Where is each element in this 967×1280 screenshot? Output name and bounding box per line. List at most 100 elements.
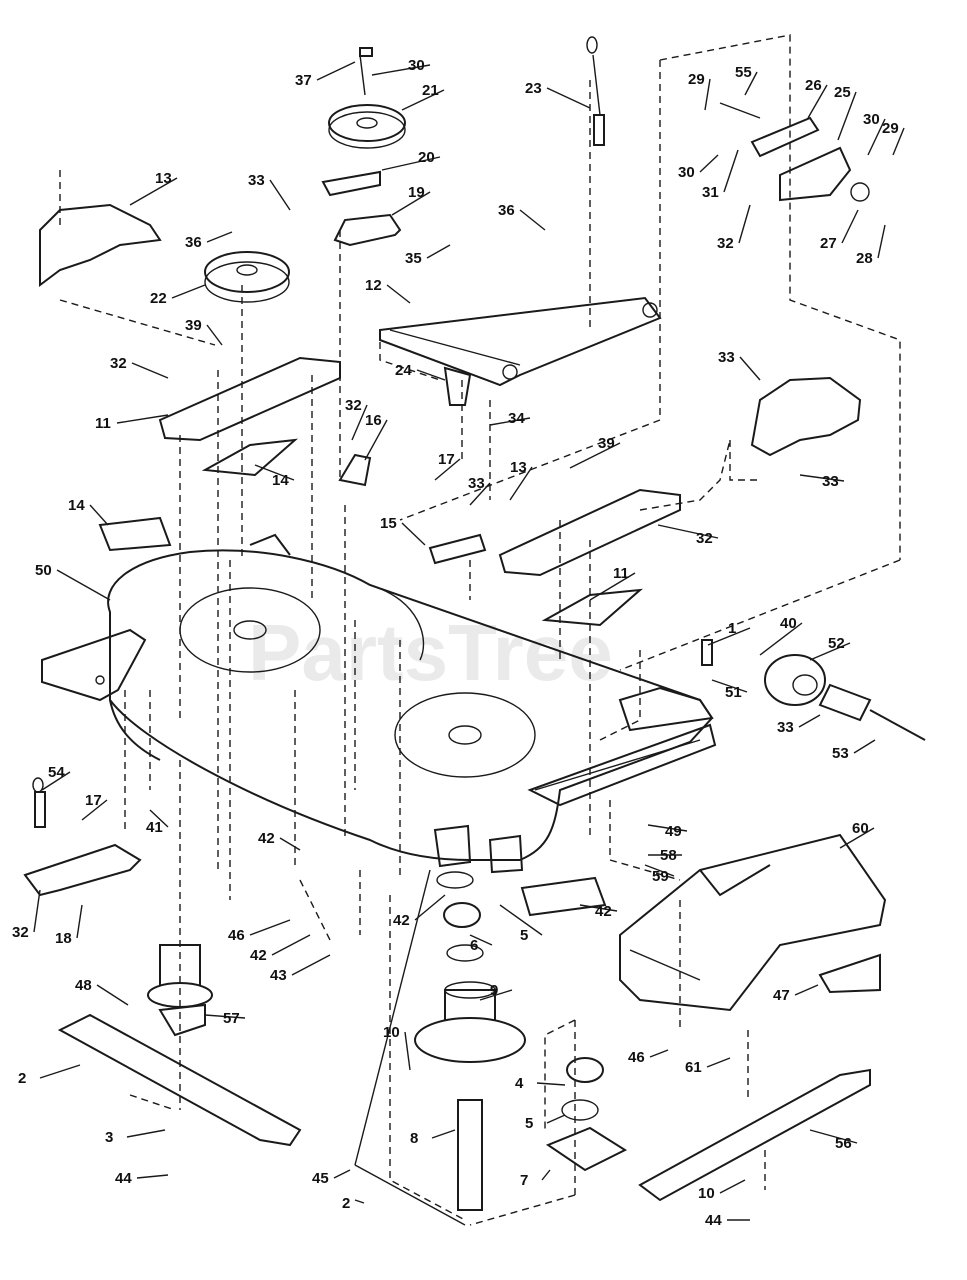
callout-leader	[316, 61, 356, 81]
part-label: 55	[735, 64, 752, 81]
part-label: 20	[418, 149, 435, 166]
callout-leader	[699, 154, 719, 173]
part-label: 26	[805, 77, 822, 94]
part-label: 42	[258, 830, 275, 847]
callout-leader	[809, 1129, 858, 1144]
callout-leader	[519, 209, 546, 231]
part-label: 44	[115, 1170, 132, 1187]
part-label: 13	[510, 459, 527, 476]
part-label: 5	[520, 927, 528, 944]
part-label: 30	[678, 164, 695, 181]
part-label: 60	[852, 820, 869, 837]
part-label: 57	[223, 1010, 240, 1027]
callout-leader	[719, 1179, 746, 1194]
callout-leader	[354, 1199, 365, 1204]
part-label: 32	[12, 924, 29, 941]
bracket-assembly	[719, 102, 870, 202]
callout-leader	[76, 904, 83, 939]
callout-leader	[569, 442, 621, 469]
part-label: 42	[595, 903, 612, 920]
part-label: 1	[728, 620, 736, 637]
part-label: 53	[832, 745, 849, 762]
callout-leader	[837, 91, 857, 141]
callout-leader	[33, 889, 41, 933]
part-label: 42	[393, 912, 410, 929]
callout-leader	[414, 894, 446, 921]
part-label: 14	[272, 472, 289, 489]
callout-leader	[647, 824, 688, 832]
callout-leader	[136, 1174, 169, 1179]
callout-leader	[479, 989, 513, 1001]
part-label: 13	[155, 170, 172, 187]
callout-leader	[723, 149, 739, 193]
callout-leader	[589, 572, 636, 601]
part-label: 33	[822, 473, 839, 490]
part-label: 29	[688, 71, 705, 88]
part-label: 33	[777, 719, 794, 736]
blade-left	[57, 1013, 302, 1147]
part-label: 9	[490, 982, 498, 999]
callout-leader	[416, 369, 446, 381]
callout-leader	[431, 1129, 456, 1139]
callout-leader	[371, 64, 431, 76]
callout-leader	[499, 904, 543, 936]
callout-leader	[853, 739, 876, 754]
part-label: 43	[270, 967, 287, 984]
part-label: 59	[652, 868, 669, 885]
callout-leader	[706, 1057, 731, 1068]
part-label: 30	[408, 57, 425, 74]
mower-deck-housing	[41, 533, 717, 874]
part-label: 11	[95, 415, 111, 432]
part-label: 39	[598, 435, 615, 452]
callout-leader	[546, 1114, 566, 1124]
callout-leader	[116, 414, 169, 424]
decals	[98, 516, 607, 917]
part-label: 61	[685, 1059, 702, 1076]
callout-leader	[89, 504, 109, 526]
bracket-18	[23, 777, 142, 897]
callout-leader	[249, 919, 291, 936]
callout-leader	[711, 679, 748, 693]
callout-leader	[469, 482, 491, 506]
part-label: 2	[342, 1195, 350, 1212]
part-label: 35	[405, 250, 422, 267]
callout-leader	[404, 1031, 411, 1071]
alignment-lines	[59, 34, 901, 1226]
part-label: 11	[613, 565, 629, 582]
callout-leader	[401, 522, 426, 546]
callout-leader	[798, 714, 821, 728]
callout-leader	[794, 984, 819, 996]
callout-leader	[707, 627, 751, 646]
lift-frame	[379, 296, 662, 406]
part-label: 3	[105, 1129, 113, 1146]
pulley-group	[204, 47, 406, 303]
part-label: 32	[345, 397, 362, 414]
callout-leader	[401, 89, 445, 111]
part-label: 36	[498, 202, 515, 219]
part-label: 16	[365, 412, 382, 429]
callout-leader	[739, 356, 761, 381]
discharge-chute	[619, 833, 887, 1012]
part-label: 19	[408, 184, 425, 201]
callout-leader	[351, 404, 368, 441]
callout-leader	[546, 87, 591, 109]
callout-leader	[759, 622, 803, 656]
callout-leader	[56, 569, 111, 601]
part-label: 42	[250, 947, 267, 964]
callout-leader	[738, 204, 751, 244]
part-label: 46	[628, 1049, 645, 1066]
callout-leader	[841, 209, 859, 244]
part-label: 14	[68, 497, 85, 514]
part-label: 32	[110, 355, 127, 372]
bracket-13-right	[750, 376, 862, 457]
bracket-13-left	[39, 203, 162, 287]
callout-leader	[426, 244, 451, 259]
part-label: 21	[422, 82, 439, 99]
part-label: 39	[185, 317, 202, 334]
part-label: 33	[718, 349, 735, 366]
callout-leader	[469, 934, 493, 946]
callouts: 3730212019333622393211141333163217153323…	[12, 57, 905, 1229]
part-label: 12	[365, 277, 382, 294]
callout-leader	[704, 78, 711, 111]
callout-leader	[839, 827, 875, 849]
